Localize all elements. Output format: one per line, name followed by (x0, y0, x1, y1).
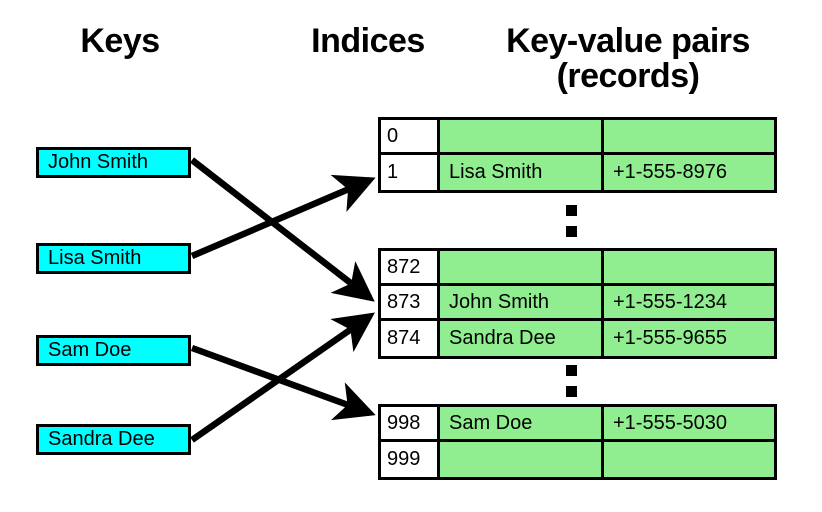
key-box-john-smith[interactable]: John Smith (36, 147, 191, 178)
cell-value (604, 120, 774, 152)
key-box-label: Lisa Smith (48, 247, 142, 269)
cell-value (604, 251, 774, 283)
cell-index: 873 (381, 286, 440, 318)
ellipsis-dot (566, 205, 577, 216)
key-box-label: John Smith (48, 151, 149, 173)
key-box-sandra-dee[interactable]: Sandra Dee (36, 424, 191, 455)
cell-index: 999 (381, 442, 440, 477)
ellipsis-dot (566, 386, 577, 397)
vertical-ellipsis-icon (566, 205, 578, 237)
cell-name (440, 251, 604, 283)
cell-value: +1-555-5030 (604, 407, 774, 439)
cell-index: 0 (381, 120, 440, 152)
key-box-label: Sandra Dee (48, 428, 155, 450)
cell-name: Sandra Dee (440, 321, 604, 356)
key-box-lisa-smith[interactable]: Lisa Smith (36, 243, 191, 274)
cell-name: John Smith (440, 286, 604, 318)
cell-index: 998 (381, 407, 440, 439)
table-row[interactable]: 1 Lisa Smith +1-555-8976 (381, 155, 774, 190)
table-row[interactable]: 873 John Smith +1-555-1234 (381, 286, 774, 321)
arrow-sam-doe-to-998 (190, 344, 376, 421)
column-heading-records-line1: Key-value pairs (506, 22, 750, 60)
cell-name (440, 442, 604, 477)
record-block-top: 0 1 Lisa Smith +1-555-8976 (378, 117, 777, 193)
ellipsis-dot (566, 365, 577, 376)
cell-value: +1-555-1234 (604, 286, 774, 318)
key-box-sam-doe[interactable]: Sam Doe (36, 335, 191, 366)
table-row[interactable]: 998 Sam Doe +1-555-5030 (381, 407, 774, 442)
cell-name (440, 120, 604, 152)
table-row[interactable]: 872 (381, 251, 774, 286)
cell-value: +1-555-9655 (604, 321, 774, 356)
column-heading-indices: Indices (311, 22, 425, 60)
table-row[interactable]: 999 (381, 442, 774, 477)
record-block-middle: 872 873 John Smith +1-555-1234 874 Sandr… (378, 248, 777, 359)
column-heading-records-line2: (records) (556, 57, 700, 96)
record-block-bottom: 998 Sam Doe +1-555-5030 999 (378, 404, 777, 480)
cell-index: 874 (381, 321, 440, 356)
key-box-label: Sam Doe (48, 339, 132, 361)
cell-index: 872 (381, 251, 440, 283)
arrow-lisa-smith-to-1 (190, 174, 376, 259)
cell-index: 1 (381, 155, 440, 190)
table-row[interactable]: 874 Sandra Dee +1-555-9655 (381, 321, 774, 356)
cell-value (604, 442, 774, 477)
cell-name: Sam Doe (440, 407, 604, 439)
cell-name: Lisa Smith (440, 155, 604, 190)
table-row[interactable]: 0 (381, 120, 774, 155)
arrow-john-smith-to-873 (190, 157, 375, 302)
column-heading-key-value-pairs: Key-value pairs (records) (458, 22, 798, 96)
column-heading-keys: Keys (80, 22, 160, 60)
arrow-sandra-dee-to-874 (190, 312, 375, 443)
ellipsis-dot (566, 226, 577, 237)
vertical-ellipsis-icon (566, 365, 578, 397)
cell-value: +1-555-8976 (604, 155, 774, 190)
